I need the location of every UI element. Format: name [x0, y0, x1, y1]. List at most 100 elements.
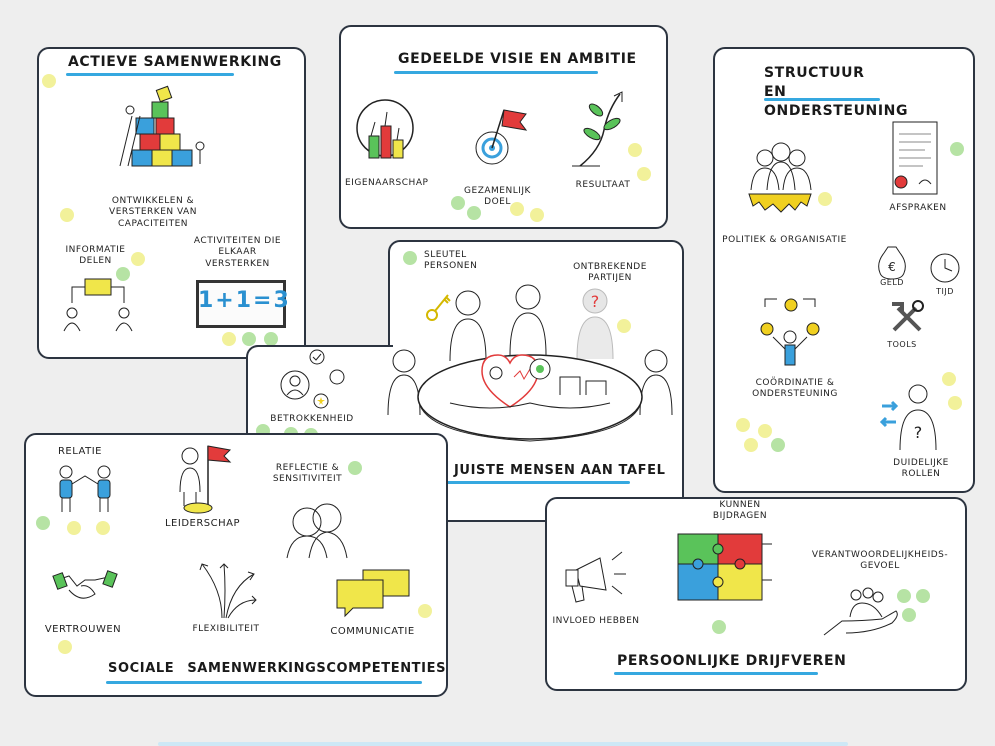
act-label: activiteiten die elkaar versterken: [193, 236, 282, 269]
clock-icon: [930, 253, 960, 283]
center-cover: [380, 347, 392, 447]
meeting-table-scene: ?: [387, 284, 673, 442]
dot-green: [771, 438, 785, 452]
betrokkenheid-icon: [280, 349, 345, 409]
reflectie-label: reflectie & sensitiviteit: [272, 463, 343, 485]
sociale-title: sociale samenwerkingscompetenties: [108, 661, 447, 676]
verantwoordelijk-label: verantwoordelijkheids-gevoel: [811, 550, 949, 572]
politiek-label: politiek & organisatie: [722, 235, 847, 245]
dot-yellow: [510, 202, 524, 216]
dot-yellow: [67, 521, 81, 535]
center-title-underline: [424, 481, 630, 484]
dot-yellow: [96, 521, 110, 535]
pyramid-icon: [119, 85, 205, 167]
sociale-title-underline: [106, 681, 422, 684]
actieve-title: actieve samenwerking: [68, 54, 282, 70]
dot-yellow: [418, 604, 432, 618]
dot-green: [116, 267, 130, 281]
dot-green: [36, 516, 50, 530]
tools-label: tools: [887, 340, 917, 349]
dot-green: [242, 332, 256, 346]
dot-yellow: [942, 372, 956, 386]
afspraken-label: afspraken: [889, 203, 947, 213]
dot-yellow: [222, 332, 236, 346]
eigenaarschap-icon: [356, 99, 414, 159]
panel-sociale: [24, 433, 448, 697]
invloed-label: invloed hebben: [552, 616, 640, 626]
eigenaarschap-label: eigenaarschap: [345, 178, 429, 188]
leiderschap-icon: [179, 445, 232, 514]
hand-people-icon: [823, 587, 898, 636]
relatie-icon: [59, 465, 111, 512]
chalkboard: [196, 280, 286, 328]
scroll-contract-icon: [892, 121, 938, 195]
relatie-label: relatie: [57, 446, 102, 457]
board-text: 1+1=3: [198, 288, 291, 313]
rollen-label: duidelijke rollen: [893, 458, 949, 480]
dot-green: [403, 251, 417, 265]
dot-yellow: [58, 640, 72, 654]
dot-yellow: [744, 438, 758, 452]
dot-green: [451, 196, 465, 210]
ontbrekende-label: ontbrekende partijen: [573, 262, 647, 284]
dot-yellow: [617, 319, 631, 333]
svg-text:€: €: [888, 260, 896, 274]
bottom-accent-bar: [158, 742, 848, 746]
dot-yellow: [758, 424, 772, 438]
coord-label: coördinatie & ondersteuning: [752, 378, 838, 400]
dot-yellow: [530, 208, 544, 222]
doel-label: gezamenlijk doel: [464, 186, 531, 208]
tools-icon: [892, 300, 924, 332]
dot-green: [264, 332, 278, 346]
dot-green: [950, 142, 964, 156]
cap-label: ontwikkelen & versterken van capaciteite…: [109, 196, 197, 229]
roles-person-icon: ?: [879, 384, 937, 451]
betrokkenheid-label: betrokkenheid: [270, 414, 354, 424]
dot-green: [467, 206, 481, 220]
handshake-icon: [52, 570, 118, 599]
politiek-icon: [748, 142, 812, 213]
dot-green: [897, 589, 911, 603]
structuur-title-underline: [764, 98, 880, 101]
megaphone-icon: [565, 551, 626, 603]
dot-yellow: [637, 167, 651, 181]
flexibiliteit-label: flexibiliteit: [192, 624, 260, 634]
money-bag-icon: €: [878, 246, 906, 280]
leiderschap-label: leiderschap: [164, 518, 241, 529]
dot-green: [902, 608, 916, 622]
dot-yellow: [42, 74, 56, 88]
dot-yellow: [948, 396, 962, 410]
structuur-title: Structuur en ondersteuning: [764, 65, 909, 119]
dot-yellow: [131, 252, 145, 266]
sleutel-label: sleutel personen: [424, 250, 478, 272]
reflectie-icon: [286, 503, 348, 559]
dot-green: [712, 620, 726, 634]
geld-label: geld: [880, 278, 904, 287]
visie-title-underline: [394, 71, 598, 74]
dot-yellow: [818, 192, 832, 206]
persoonlijke-title-underline: [614, 672, 818, 675]
center-title: de juiste mensen aan tafel: [428, 463, 666, 478]
coordination-icon: [760, 298, 820, 366]
target-flag-icon: [475, 109, 528, 165]
info-label: informatie delen: [65, 245, 126, 267]
vertrouwen-label: vertrouwen: [44, 624, 122, 635]
dot-green: [348, 461, 362, 475]
plant-arrow-icon: [572, 91, 623, 167]
share-info-icon: [63, 278, 133, 332]
svg-text:?: ?: [591, 292, 600, 311]
flexibiliteit-icon: [199, 563, 257, 619]
visie-title: Gedeelde Visie en Ambitie: [398, 51, 637, 67]
kunnen-label: kunnen bijdragen: [712, 500, 768, 522]
dot-yellow: [628, 143, 642, 157]
resultaat-label: resultaat: [575, 180, 631, 190]
tijd-label: tijd: [936, 287, 954, 296]
puzzle-icon: [677, 533, 772, 601]
dot-yellow: [736, 418, 750, 432]
dot-green: [916, 589, 930, 603]
communicatie-label: communicatie: [330, 626, 415, 637]
dot-yellow: [60, 208, 74, 222]
svg-text:?: ?: [914, 423, 923, 442]
actieve-title-underline: [66, 73, 234, 76]
